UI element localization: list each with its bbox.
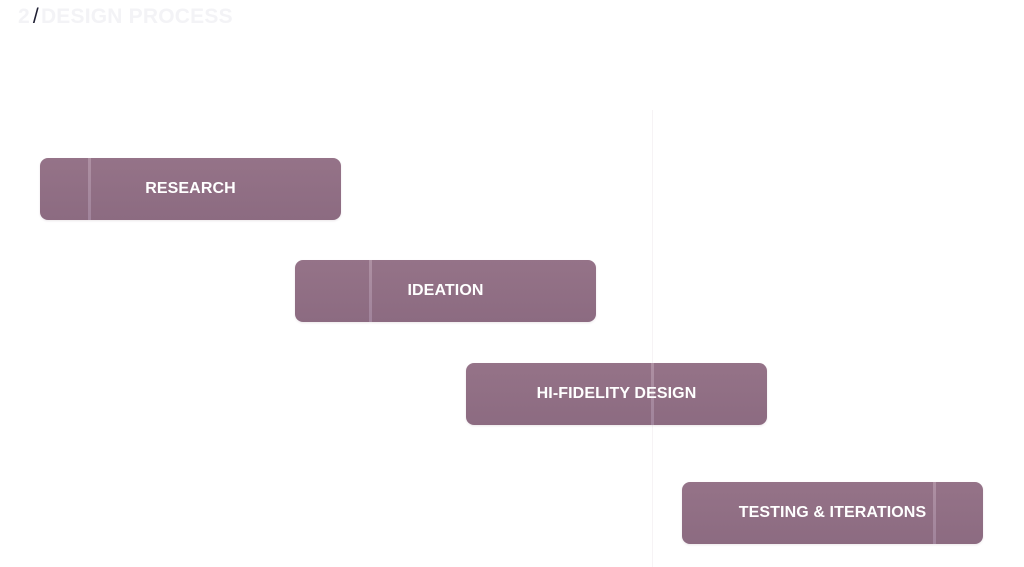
process-step-research: RESEARCH — [40, 158, 341, 220]
section-separator: / — [32, 5, 39, 28]
section-number: 2 — [18, 5, 30, 28]
process-step-ideation: IDEATION — [295, 260, 596, 322]
step-label: TESTING & ITERATIONS — [738, 504, 927, 521]
step-label: HI-FIDELITY DESIGN — [536, 385, 697, 402]
process-step-testing-iterations: TESTING & ITERATIONS — [682, 482, 983, 544]
step-divider — [369, 260, 372, 322]
step-label: RESEARCH — [145, 180, 236, 197]
section-header: 2 / DESIGN PROCESS — [18, 2, 233, 32]
step-divider — [933, 482, 936, 544]
step-divider — [651, 363, 654, 425]
section-title: DESIGN PROCESS — [40, 5, 233, 28]
step-label: IDEATION — [407, 282, 484, 299]
timeline-guide-line — [652, 110, 653, 567]
step-divider — [88, 158, 91, 220]
process-step-hi-fidelity-design: HI-FIDELITY DESIGN — [466, 363, 767, 425]
